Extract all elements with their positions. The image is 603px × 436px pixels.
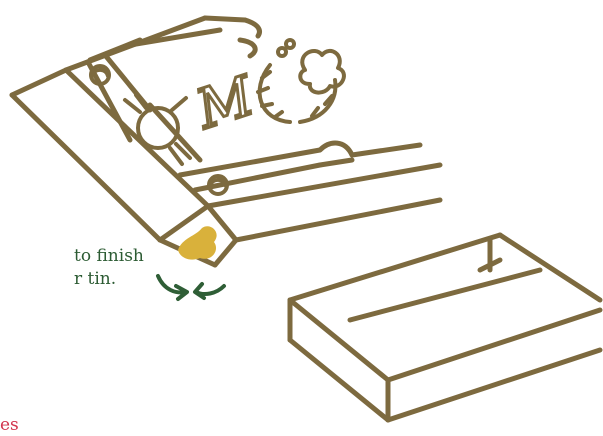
lid-side-tab — [320, 143, 420, 165]
footer-fragment: es — [0, 414, 19, 436]
lid-sleeve — [12, 18, 440, 265]
lid-tab — [205, 18, 259, 56]
tin-tray — [290, 235, 600, 420]
fold-arrows-icon — [158, 276, 224, 299]
instruction-line-1: to finish — [74, 245, 144, 267]
yellow-accent — [178, 226, 217, 259]
flower-ornament — [300, 51, 344, 93]
sun-ornament — [125, 95, 190, 164]
monogram: M — [188, 64, 263, 142]
instruction-line-2: r tin. — [74, 268, 116, 290]
